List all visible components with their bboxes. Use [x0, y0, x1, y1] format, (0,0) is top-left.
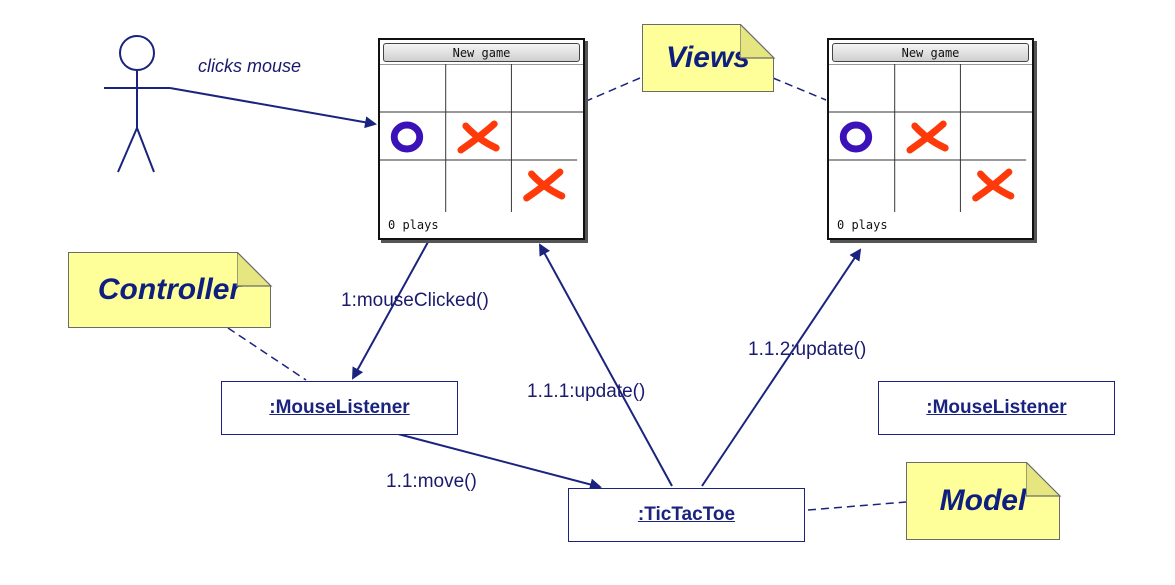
anchor-controller	[227, 327, 307, 381]
board-right	[829, 64, 1032, 212]
actor-stick-figure	[104, 35, 170, 173]
arrow-update-1	[539, 243, 673, 487]
anchor-model	[807, 501, 907, 511]
anchor-views-right	[772, 77, 827, 101]
label-update-1: 1.1.1:update()	[527, 381, 646, 402]
arrow-mouse-clicked	[352, 241, 429, 380]
plays-counter-right: 0 plays	[837, 218, 888, 232]
object-tictactoe: :TicTacToe	[568, 488, 805, 542]
label-mouse-clicked: 1:mouseClicked()	[341, 290, 489, 311]
o-mark	[839, 121, 873, 153]
arrow-move	[397, 433, 602, 491]
note-views-text: Views	[666, 41, 750, 74]
x-mark	[457, 120, 500, 154]
new-game-button-left[interactable]: New game	[383, 43, 580, 62]
label-clicks-mouse: clicks mouse	[198, 56, 302, 76]
anchor-views-left	[583, 77, 641, 103]
board-cell[interactable]	[380, 64, 446, 112]
label-move: 1.1:move()	[386, 471, 477, 492]
board-cell[interactable]	[895, 64, 961, 112]
note-model-text: Model	[939, 484, 1027, 517]
board-cell[interactable]	[895, 160, 961, 208]
board-cell[interactable]	[446, 160, 512, 208]
plays-counter-left: 0 plays	[388, 218, 439, 232]
x-mark	[972, 168, 1015, 202]
board-cell[interactable]	[829, 112, 895, 160]
object-mouse-listener-left: :MouseListener	[221, 381, 458, 435]
x-mark	[906, 120, 949, 154]
board-cell[interactable]	[511, 64, 577, 112]
note-controller: Controller	[68, 252, 271, 328]
arrow-clicks-mouse	[169, 87, 377, 129]
board-left	[380, 64, 583, 212]
object-mouse-listener-right-label: :MouseListener	[926, 397, 1067, 418]
board-cell[interactable]	[446, 64, 512, 112]
object-mouse-listener-right: :MouseListener	[878, 381, 1115, 435]
object-tictactoe-label: :TicTacToe	[637, 504, 736, 525]
board-cell[interactable]	[960, 112, 1026, 160]
tictactoe-window-right: New game 0 plays	[827, 38, 1034, 240]
board-cell[interactable]	[511, 112, 577, 160]
board-cell[interactable]	[829, 64, 895, 112]
board-cell[interactable]	[380, 112, 446, 160]
board-cell[interactable]	[960, 64, 1026, 112]
arrow-update-2	[701, 248, 862, 487]
object-mouse-listener-left-label: :MouseListener	[269, 397, 410, 418]
o-mark	[390, 121, 424, 153]
x-mark	[523, 168, 566, 202]
note-controller-fold	[237, 252, 273, 287]
note-model-fold	[1026, 462, 1062, 497]
board-cell[interactable]	[829, 160, 895, 208]
note-views-fold	[740, 24, 776, 59]
board-cell[interactable]	[380, 160, 446, 208]
note-controller-text: Controller	[97, 273, 242, 306]
label-update-2: 1.1.2:update()	[748, 339, 867, 360]
new-game-button-right[interactable]: New game	[832, 43, 1029, 62]
tictactoe-window-left: New game 0 plays	[378, 38, 585, 240]
